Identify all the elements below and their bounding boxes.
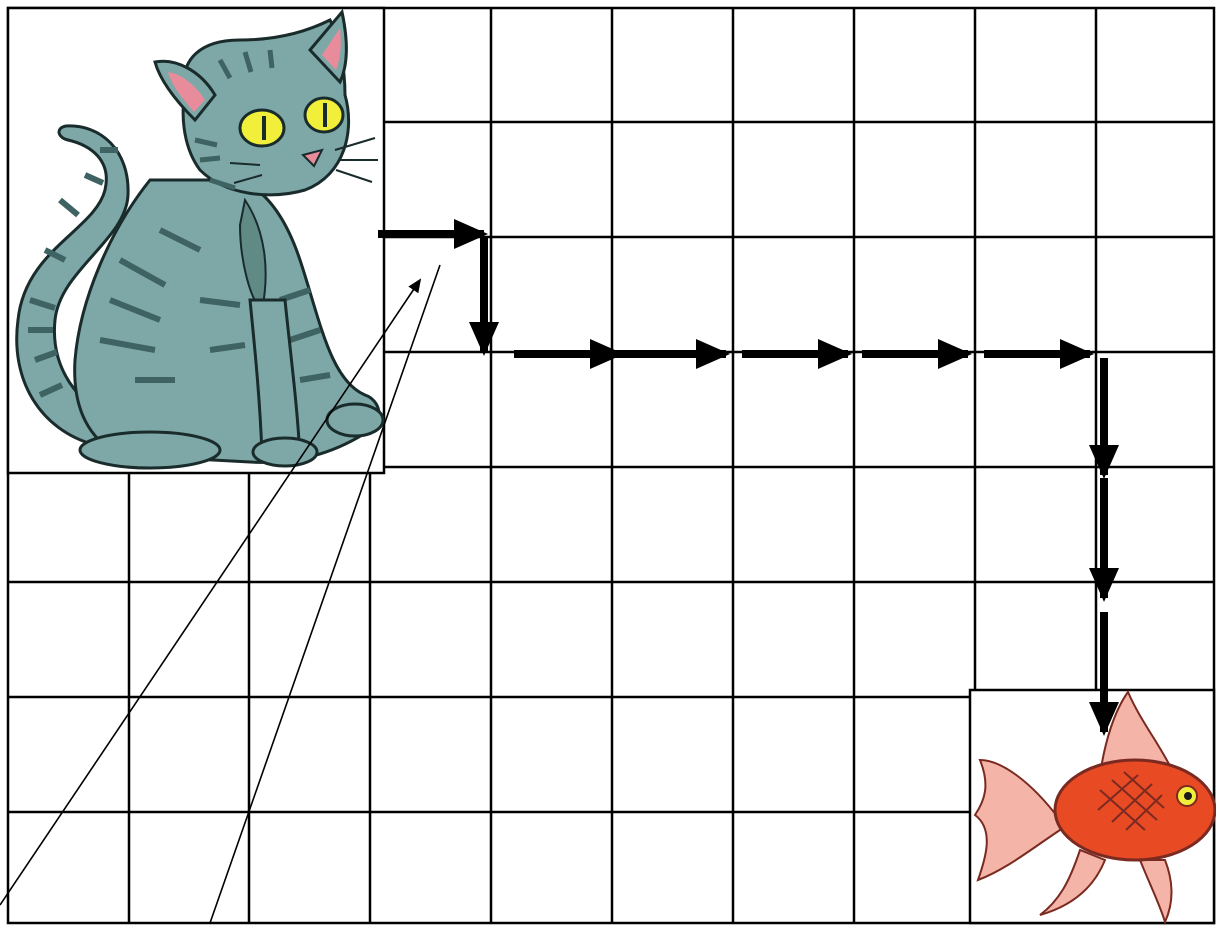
path-arrows [378, 219, 1119, 736]
pointer-lines [0, 264, 441, 924]
tabby-cat-icon [6, 6, 386, 475]
pointer-line [0, 278, 422, 906]
pointer-line [209, 264, 441, 924]
goldfish-icon [968, 688, 1216, 925]
